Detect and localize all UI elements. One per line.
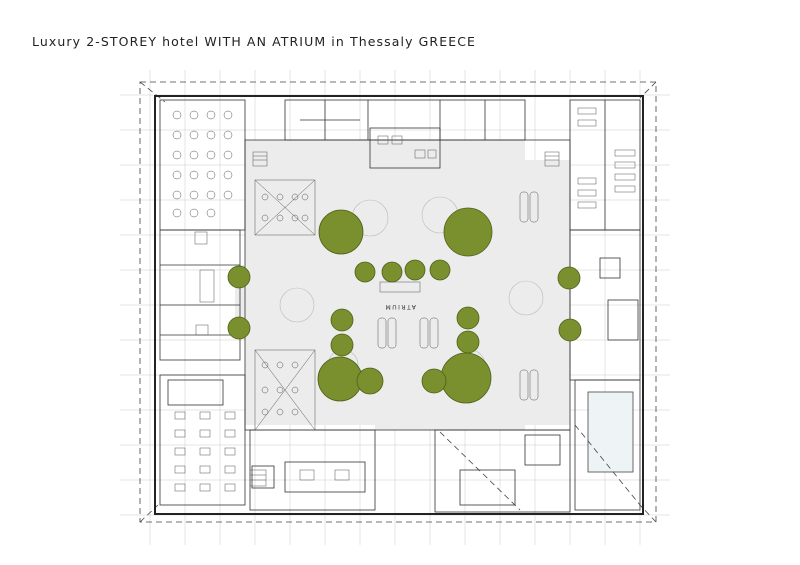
north-wing: [284, 99, 526, 169]
building-outline: [154, 95, 644, 515]
tree: [330, 333, 354, 357]
tree: [318, 209, 364, 255]
tree: [317, 356, 363, 402]
south-wing: [249, 429, 571, 513]
stairs: [249, 151, 560, 487]
tree: [440, 352, 492, 404]
atrium-benches: [377, 191, 539, 401]
tree: [557, 266, 581, 290]
swimming-pool: [587, 391, 634, 473]
site-boundary: [139, 81, 657, 523]
tree: [456, 330, 480, 354]
tree: [421, 368, 447, 394]
tree: [227, 316, 251, 340]
tree: [404, 259, 426, 281]
tree: [330, 308, 354, 332]
atrium-floor: [235, 140, 570, 430]
west-wing: [159, 229, 241, 361]
restaurant: [159, 374, 246, 506]
east-wing: [569, 99, 641, 511]
tree: [227, 265, 251, 289]
atrium-trees: [227, 207, 582, 404]
tree: [443, 207, 493, 257]
atrium-label: ATRIUM: [384, 303, 416, 310]
tree: [558, 318, 582, 342]
tree: [356, 367, 384, 395]
tree: [456, 306, 480, 330]
tree: [381, 261, 403, 283]
drawing-title: Luxury 2-STOREY hotel WITH AN ATRIUM in …: [32, 34, 477, 49]
tree: [429, 259, 451, 281]
atrium-seating-left: [254, 179, 316, 431]
tree: [354, 261, 376, 283]
